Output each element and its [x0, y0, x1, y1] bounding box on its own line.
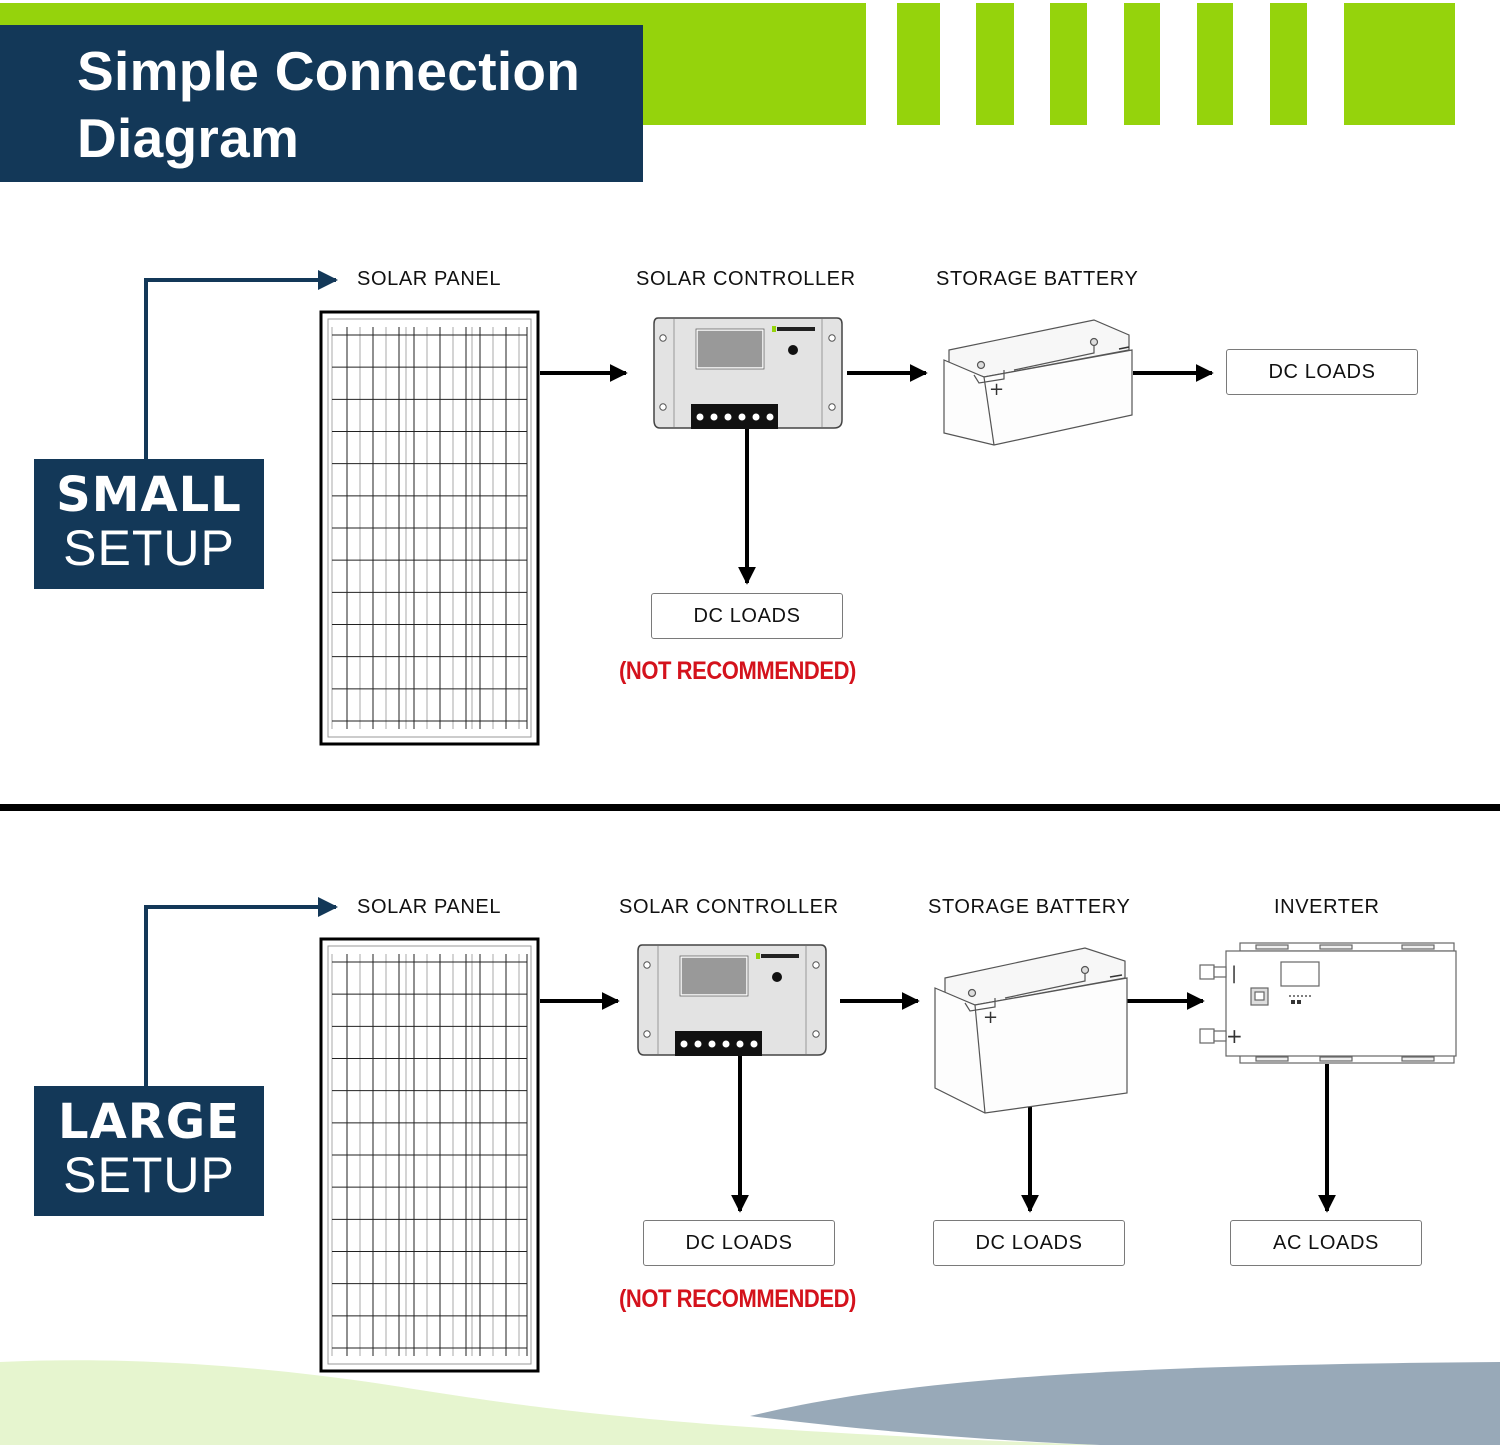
mount-hole-icon [828, 334, 836, 342]
mount-hole-icon [812, 961, 820, 969]
brand-logo-icon [761, 954, 799, 958]
solar-controller-large [637, 944, 827, 1056]
storage-battery-small: + [943, 319, 1133, 446]
terminal-screw-icon [750, 1040, 758, 1048]
brand-logo-icon [772, 326, 776, 332]
small-not-recommended: (NOT RECOMMENDED) [619, 657, 856, 685]
small-setup-connector [144, 270, 338, 459]
panel-inner-frame [327, 318, 532, 738]
page-title: Simple Connection Diagram [77, 40, 581, 169]
terminal-screw-icon [766, 413, 774, 421]
label-solar-controller: SOLAR CONTROLLER [636, 268, 856, 290]
small-dc-loads-controller: DC LOADS [651, 593, 843, 639]
terminal-screw-icon [694, 1040, 702, 1048]
header-stripe [1050, 3, 1087, 125]
load-label: AC LOADS [1273, 1231, 1379, 1254]
mount-hole-icon [659, 403, 667, 411]
mount-hole-icon [659, 334, 667, 342]
large-dc-loads-battery: DC LOADS [933, 1220, 1125, 1266]
button-icon [772, 972, 782, 982]
terminal-screw-icon [752, 413, 760, 421]
battery-positive-mark: + [983, 1007, 998, 1028]
green-wave [0, 1360, 1100, 1445]
header-stripe [897, 3, 940, 125]
lcd-screen [680, 956, 748, 996]
load-label: DC LOADS [975, 1231, 1083, 1254]
label-storage-battery: STORAGE BATTERY [936, 268, 1139, 290]
mount-hole-icon [812, 1030, 820, 1038]
mount-hole-icon [643, 961, 651, 969]
load-label: DC LOADS [1268, 360, 1376, 383]
small-dc-loads-battery: DC LOADS [1226, 349, 1418, 395]
solar-panel-small [319, 310, 540, 746]
label-storage-battery: STORAGE BATTERY [928, 896, 1131, 918]
large-setup-subtitle: SETUP [63, 1147, 235, 1203]
large-ac-loads-inverter: AC LOADS [1230, 1220, 1422, 1266]
lcd-screen [696, 329, 764, 369]
small-setup-title: SMALL [56, 467, 242, 523]
mount-hole-icon [643, 1030, 651, 1038]
terminal-screw-icon [736, 1040, 744, 1048]
label-solar-controller: SOLAR CONTROLLER [619, 896, 839, 918]
large-not-recommended: (NOT RECOMMENDED) [619, 1285, 856, 1313]
section-divider [0, 804, 1500, 811]
inverter: | + [1199, 942, 1457, 1064]
lcd-bezel [695, 328, 765, 370]
inverter-positive-mark: + [1226, 1024, 1243, 1048]
label-inverter: INVERTER [1274, 896, 1380, 918]
lcd-bezel [679, 955, 749, 997]
terminal-screw-icon [724, 413, 732, 421]
brand-logo-icon [777, 327, 815, 331]
load-label: DC LOADS [693, 604, 801, 627]
header-stripe [1197, 3, 1233, 125]
label-solar-panel: SOLAR PANEL [357, 268, 502, 290]
label-solar-panel: SOLAR PANEL [357, 896, 502, 918]
header-stripe [1124, 3, 1160, 125]
load-label: DC LOADS [685, 1231, 793, 1254]
terminal-screw-icon [708, 1040, 716, 1048]
small-setup-subtitle: SETUP [63, 520, 235, 576]
solar-panel-large [319, 937, 540, 1373]
battery-positive-mark: + [989, 379, 1004, 400]
title-banner: Simple Connection Diagram [0, 25, 643, 182]
terminal-block [675, 1031, 762, 1056]
header-stripe [976, 3, 1014, 125]
large-setup-badge: LARGE SETUP [34, 1086, 264, 1216]
solar-controller-small [653, 317, 843, 429]
large-setup-title: LARGE [58, 1094, 240, 1150]
terminal-screw-icon [738, 413, 746, 421]
terminal-screw-icon [696, 413, 704, 421]
brand-logo-icon [756, 953, 760, 959]
button-icon [788, 345, 798, 355]
header-stripe [1344, 3, 1455, 125]
terminal-screw-icon [680, 1040, 688, 1048]
panel-inner-frame [327, 945, 532, 1365]
slate-wave [750, 1362, 1500, 1445]
terminal-screw-icon [722, 1040, 730, 1048]
storage-battery-large: + [934, 947, 1128, 1114]
header-stripe [1270, 3, 1307, 125]
inverter-negative-mark: | [1231, 963, 1237, 984]
large-dc-loads-controller: DC LOADS [643, 1220, 835, 1266]
large-setup-connector [144, 897, 338, 1086]
mount-hole-icon [828, 403, 836, 411]
terminal-screw-icon [710, 413, 718, 421]
terminal-block [691, 404, 778, 429]
small-setup-badge: SMALL SETUP [34, 459, 264, 589]
